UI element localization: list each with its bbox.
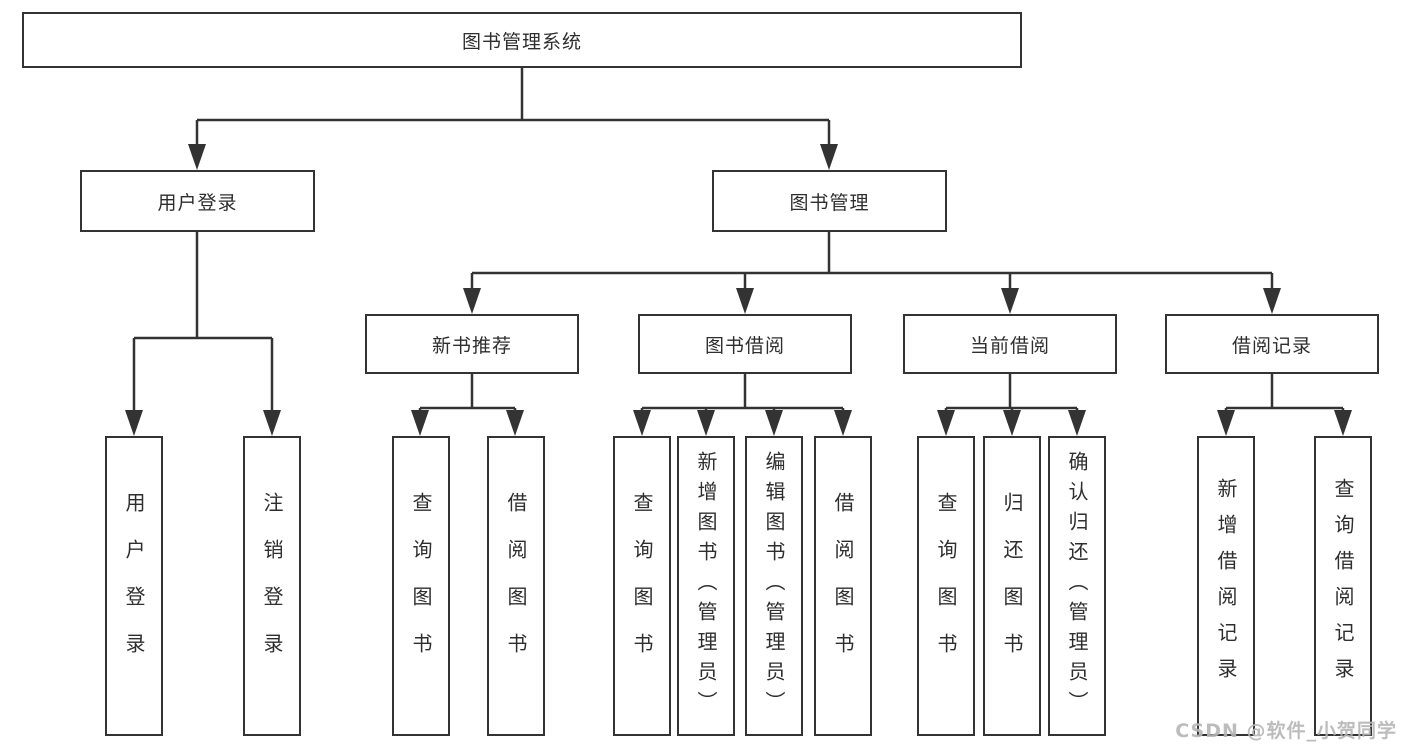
leaf-return-books: 归还图书 (983, 436, 1041, 736)
connector-userlogin-to-leaves (125, 232, 281, 436)
connector-bookborrow-to-leaves (633, 374, 852, 436)
node-book-borrow-label: 图书借阅 (704, 334, 785, 357)
leaf-logout: 注销登录 (243, 436, 301, 736)
node-book-borrow: 图书借阅 (638, 314, 852, 374)
node-root-label: 图书管理系统 (461, 30, 582, 53)
node-user-login-label: 用户登录 (157, 191, 238, 214)
leaf-add-books-admin: 新增图书（管理员） (677, 436, 735, 736)
leaf-query-books-label: 查询图书 (934, 492, 958, 680)
leaf-confirm-return-admin: 确认归还（管理员） (1048, 436, 1106, 736)
node-new-book-recommend: 新书推荐 (365, 314, 579, 374)
csdn-watermark: CSDN @软件_小贺同学 (1175, 720, 1397, 742)
connector-currentborrow-to-leaves (937, 374, 1086, 436)
node-borrow-records-label: 借阅记录 (1231, 334, 1312, 357)
leaf-user-login: 用户登录 (105, 436, 163, 736)
leaf-borrow-books-label: 借阅图书 (831, 492, 855, 680)
leaf-query-books: 查询图书 (917, 436, 975, 736)
node-current-borrow-label: 当前借阅 (969, 334, 1050, 357)
leaf-query-borrow-record-label: 查询借阅记录 (1331, 478, 1355, 694)
leaf-borrow-books-label: 借阅图书 (504, 492, 528, 680)
leaf-edit-books-admin-label: 编辑图书（管理员） (762, 451, 786, 721)
leaf-logout-label: 注销登录 (260, 492, 284, 680)
node-new-book-recommend-label: 新书推荐 (431, 334, 512, 357)
connector-records-to-leaves (1217, 374, 1352, 436)
leaf-query-books: 查询图书 (613, 436, 671, 736)
leaf-edit-books-admin: 编辑图书（管理员） (745, 436, 803, 736)
node-borrow-records: 借阅记录 (1165, 314, 1379, 374)
leaf-query-books: 查询图书 (392, 436, 450, 736)
leaf-user-login-label: 用户登录 (122, 492, 146, 680)
leaf-confirm-return-admin-label: 确认归还（管理员） (1065, 451, 1089, 721)
connector-bookmgmt-to-level3 (463, 232, 1281, 314)
leaf-return-books-label: 归还图书 (1000, 492, 1024, 680)
leaf-query-books-label: 查询图书 (630, 492, 654, 680)
leaf-borrow-books: 借阅图书 (814, 436, 872, 736)
node-book-management: 图书管理 (712, 170, 947, 232)
node-book-management-label: 图书管理 (789, 191, 870, 214)
node-root-system: 图书管理系统 (22, 12, 1022, 68)
connector-newbook-to-leaves (411, 374, 524, 436)
leaf-add-borrow-record: 新增借阅记录 (1197, 436, 1255, 736)
leaf-query-borrow-record: 查询借阅记录 (1314, 436, 1372, 736)
node-current-borrow: 当前借阅 (903, 314, 1117, 374)
leaf-add-books-admin-label: 新增图书（管理员） (694, 451, 718, 721)
leaf-borrow-books: 借阅图书 (487, 436, 545, 736)
leaf-query-books-label: 查询图书 (409, 492, 433, 680)
connector-root-to-level2 (188, 68, 838, 170)
leaf-add-borrow-record-label: 新增借阅记录 (1214, 478, 1238, 694)
node-user-login: 用户登录 (80, 170, 315, 232)
